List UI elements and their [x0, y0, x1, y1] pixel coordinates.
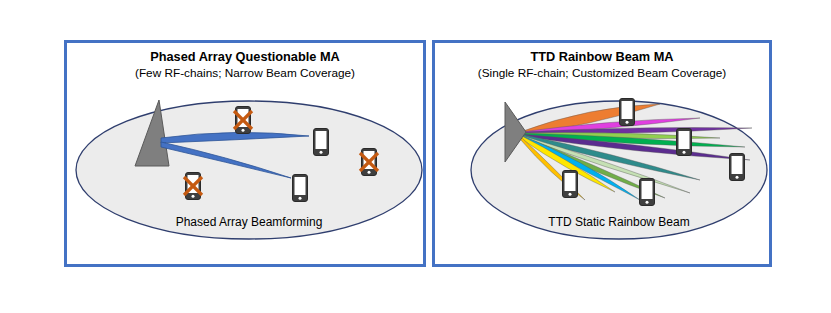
- phone-icon: [293, 175, 308, 202]
- panel-title: TTD Rainbow Beam MA: [435, 49, 769, 65]
- panel-subtitle: (Single RF-chain; Customized Beam Covera…: [435, 65, 769, 80]
- phone-icon: [677, 129, 692, 156]
- antenna-symbol: [505, 102, 526, 162]
- ellipse-label: Phased Array Beamforming: [174, 215, 325, 229]
- ellipse-label: TTD Static Rainbow Beam: [546, 215, 691, 229]
- rainbow-beam: [520, 136, 585, 200]
- panel-box: TTD Rainbow Beam MA(Single RF-chain; Cus…: [432, 40, 772, 267]
- narrow-beam: [161, 132, 309, 143]
- rainbow-beam: [520, 135, 640, 200]
- panel-heading-holder: Phased Array Questionable MA(Few RF-chai…: [67, 49, 423, 80]
- panel-box: Phased Array Questionable MA(Few RF-chai…: [64, 40, 426, 267]
- phone-icon: [563, 171, 578, 198]
- coverage-ellipse: Phased Array Beamforming: [75, 100, 423, 240]
- ellipse-label-holder: TTD Static Rainbow Beam: [470, 212, 768, 230]
- panel-heading-holder: TTD Rainbow Beam MA(Single RF-chain; Cus…: [435, 49, 769, 80]
- panel-subtitle: (Few RF-chains; Narrow Beam Coverage): [67, 65, 423, 80]
- blocked-mark: [184, 177, 202, 195]
- phone-icon: [314, 129, 329, 156]
- antenna-symbol: [135, 100, 169, 166]
- coverage-ellipse: TTD Static Rainbow Beam: [470, 100, 768, 240]
- panel-title: Phased Array Questionable MA: [67, 49, 423, 65]
- phone-icon: [730, 154, 745, 181]
- narrow-beam: [161, 142, 291, 178]
- blocked-mark: [360, 153, 378, 171]
- phone-icon: [640, 179, 655, 206]
- blocked-mark: [234, 111, 252, 129]
- phone-icon: [620, 99, 635, 126]
- ellipse-label-holder: Phased Array Beamforming: [75, 212, 423, 230]
